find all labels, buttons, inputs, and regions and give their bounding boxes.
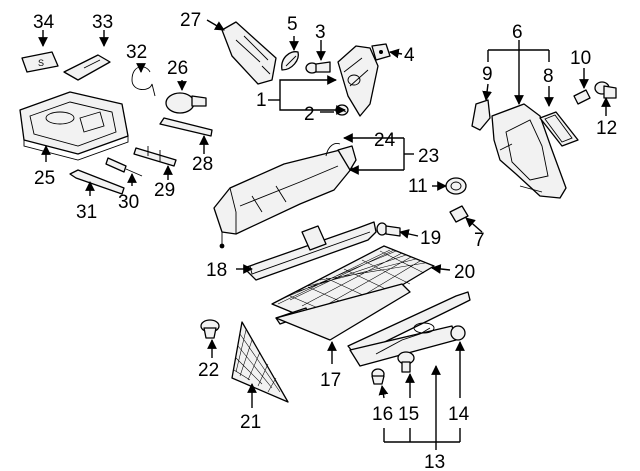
pin-part-19 bbox=[376, 222, 401, 237]
callout-10: 10 bbox=[570, 48, 591, 69]
cable-part-24 bbox=[325, 143, 341, 157]
callout-19: 19 bbox=[420, 228, 441, 249]
callout-8: 8 bbox=[543, 66, 554, 87]
callout-18: 18 bbox=[206, 260, 227, 281]
callout-17: 17 bbox=[320, 370, 341, 391]
callout-3: 3 bbox=[315, 22, 326, 43]
stud-part-15 bbox=[397, 351, 415, 373]
grommet-part-11 bbox=[445, 177, 467, 195]
callout-11: 11 bbox=[408, 176, 428, 197]
plug-part-22 bbox=[200, 319, 220, 339]
clip-part-16 bbox=[371, 368, 385, 385]
tonneau-cover-part-23 bbox=[213, 145, 357, 235]
screwdriver-part-30 bbox=[105, 157, 143, 177]
trim-piece-part-9 bbox=[471, 99, 491, 131]
tool-tray-part-25 bbox=[19, 91, 129, 161]
callout-1: 1 bbox=[256, 90, 267, 111]
callout-22: 22 bbox=[198, 360, 219, 381]
jack-knob-part-26 bbox=[165, 92, 207, 114]
callout-9: 9 bbox=[482, 64, 493, 85]
callout-27: 27 bbox=[180, 10, 201, 31]
clip-part-5 bbox=[281, 51, 299, 71]
bracket-part-29 bbox=[133, 146, 177, 167]
callout-28: 28 bbox=[192, 154, 213, 175]
callout-34: 34 bbox=[33, 12, 55, 33]
callout-numbers: 34 33 32 26 27 5 3 4 1 2 6 9 8 10 12 28 … bbox=[33, 10, 617, 471]
callout-30: 30 bbox=[118, 192, 139, 213]
tool-pouch-part-33 bbox=[63, 54, 111, 81]
callout-13: 13 bbox=[424, 452, 445, 471]
callout-32: 32 bbox=[126, 42, 147, 63]
clip-part-4 bbox=[371, 43, 391, 61]
side-net-part-21 bbox=[231, 321, 289, 403]
quarter-trim-part-6 bbox=[491, 103, 567, 199]
emblem-card-part-34: S bbox=[21, 51, 59, 73]
hook-part-32 bbox=[131, 66, 156, 97]
callout-23: 23 bbox=[418, 146, 439, 167]
wrench-part-31 bbox=[69, 169, 125, 195]
callout-4: 4 bbox=[404, 45, 415, 66]
emblem-card-letter: S bbox=[38, 58, 44, 68]
leader-lines bbox=[38, 19, 611, 450]
callout-31: 31 bbox=[76, 202, 97, 223]
panel-part-8 bbox=[539, 111, 579, 147]
jack-rod-part-28 bbox=[159, 117, 213, 137]
callout-2: 2 bbox=[304, 104, 315, 125]
cargo-mat-part-17 bbox=[275, 283, 411, 341]
cap-part-14 bbox=[450, 325, 466, 341]
callout-21: 21 bbox=[240, 412, 261, 433]
pin-part-3 bbox=[305, 61, 331, 74]
pin-lower-part-23 bbox=[219, 232, 225, 249]
callout-20: 20 bbox=[454, 262, 475, 283]
clip-part-7 bbox=[449, 205, 469, 223]
callout-12: 12 bbox=[596, 118, 617, 139]
callout-16: 16 bbox=[372, 404, 393, 425]
callout-25: 25 bbox=[34, 168, 55, 189]
clip-part-10 bbox=[573, 89, 591, 105]
callout-7: 7 bbox=[474, 230, 485, 251]
callout-26: 26 bbox=[167, 58, 188, 79]
callout-24: 24 bbox=[374, 130, 396, 151]
long-bracket-part-27 bbox=[221, 21, 277, 85]
callout-15: 15 bbox=[398, 404, 419, 425]
callout-5: 5 bbox=[287, 14, 298, 35]
callout-6: 6 bbox=[512, 22, 523, 43]
sill-trim-part-13 bbox=[347, 291, 471, 367]
side-trim-part-1 bbox=[337, 45, 379, 117]
callout-33: 33 bbox=[92, 12, 113, 33]
callout-14: 14 bbox=[448, 404, 470, 425]
callout-29: 29 bbox=[154, 180, 175, 201]
plug-part-12 bbox=[594, 81, 617, 99]
